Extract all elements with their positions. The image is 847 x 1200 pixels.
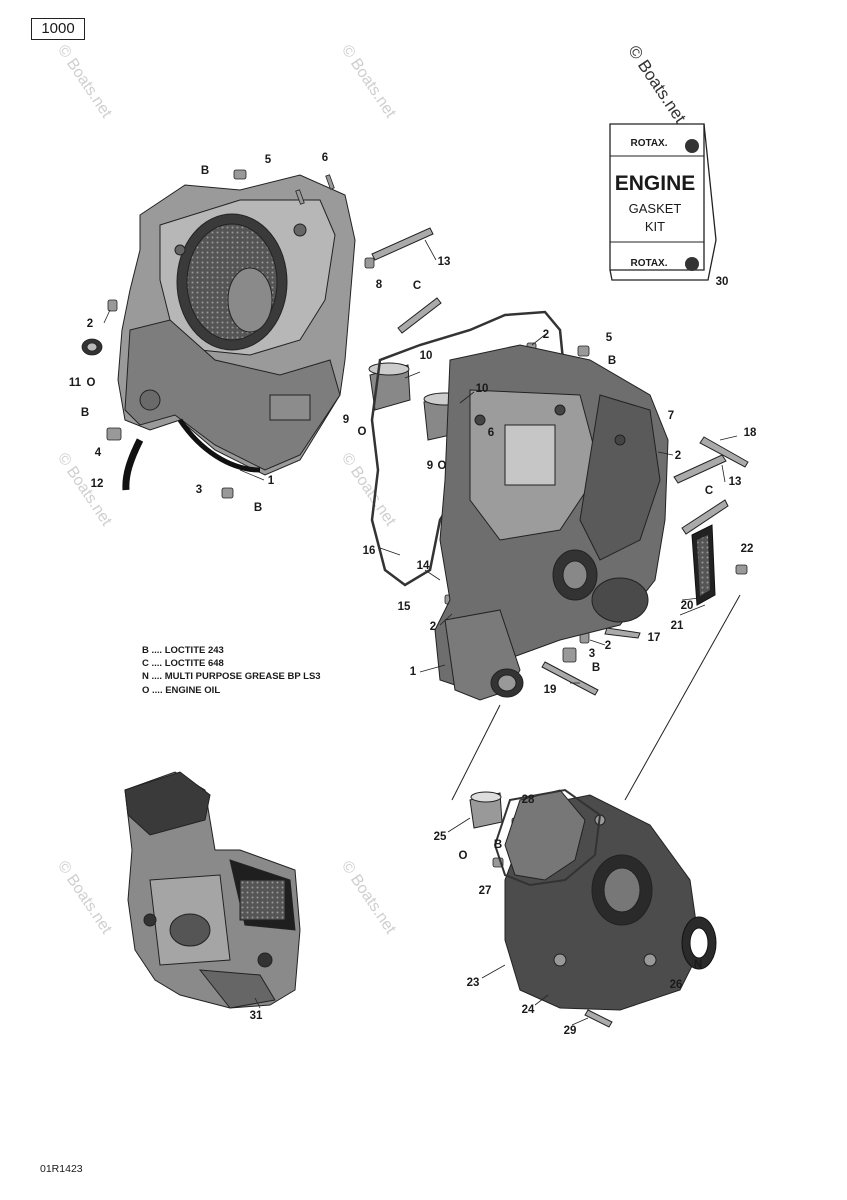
callout-10: 10 bbox=[475, 383, 489, 395]
kit-title: ENGINE bbox=[614, 172, 696, 195]
tag-b: B bbox=[253, 502, 263, 514]
studs bbox=[371, 227, 749, 1028]
callout-20: 20 bbox=[680, 600, 694, 612]
breather-hose bbox=[122, 438, 144, 491]
legend-item: B .... LOCTITE 243 bbox=[142, 645, 224, 656]
callout-29: 29 bbox=[563, 1025, 577, 1037]
callout-13: 13 bbox=[437, 256, 451, 268]
callout-11: 11 bbox=[68, 377, 82, 389]
callout-2: 2 bbox=[542, 329, 550, 341]
callout-22: 22 bbox=[740, 543, 754, 555]
legend-item: N .... MULTI PURPOSE GREASE BP LS3 bbox=[142, 671, 321, 683]
callout-21: 21 bbox=[670, 620, 684, 632]
tag-b: B bbox=[200, 165, 210, 177]
callout-10: 10 bbox=[419, 350, 433, 362]
callout-31: 31 bbox=[249, 1010, 263, 1022]
callout-2: 2 bbox=[604, 640, 612, 652]
drawing-code: 01R1423 bbox=[40, 1163, 83, 1175]
callout-30: 30 bbox=[715, 276, 729, 288]
tag-b: B bbox=[493, 839, 503, 851]
callout-6: 6 bbox=[487, 427, 495, 439]
callout-18: 18 bbox=[743, 427, 757, 439]
callout-4: 4 bbox=[94, 447, 102, 459]
callout-5: 5 bbox=[264, 154, 272, 166]
callout-28: 28 bbox=[521, 794, 535, 806]
tag-b: B bbox=[80, 407, 90, 419]
gasket-kit-image: ROTAX. ENGINE GASKET KIT ROTAX. bbox=[608, 122, 718, 282]
assembly-leader bbox=[624, 594, 741, 801]
tag-o: O bbox=[357, 426, 367, 438]
callout-6: 6 bbox=[321, 152, 329, 164]
callout-1: 1 bbox=[267, 475, 275, 487]
callout-5: 5 bbox=[605, 332, 613, 344]
left-crankcase-part bbox=[117, 174, 356, 476]
callout-7: 7 bbox=[667, 410, 675, 422]
tag-c: C bbox=[704, 485, 714, 497]
tag-c: C bbox=[412, 280, 422, 292]
legend-item: C .... LOCTITE 648 bbox=[142, 658, 224, 670]
assembly-leader bbox=[451, 704, 501, 801]
callout-12: 12 bbox=[90, 478, 104, 490]
callout-16: 16 bbox=[362, 545, 376, 557]
callout-15: 15 bbox=[397, 601, 411, 613]
callout-9: 9 bbox=[342, 414, 350, 426]
tag-o: O bbox=[437, 460, 447, 472]
tag-b: B bbox=[607, 355, 617, 367]
callout-2: 2 bbox=[429, 621, 437, 633]
legend-item: O .... ENGINE OIL bbox=[142, 684, 221, 696]
callout-2: 2 bbox=[674, 450, 682, 462]
callout-9: 9 bbox=[426, 460, 434, 472]
callout-leaders bbox=[103, 239, 738, 1026]
callout-24: 24 bbox=[521, 1004, 535, 1016]
callout-8: 8 bbox=[375, 279, 383, 291]
adhesive-legend: B .... LOCTITE 243 C .... LOCTITE 648 N … bbox=[142, 644, 321, 697]
kit-brand-bottom: ROTAX. bbox=[630, 258, 668, 269]
tag-o: O bbox=[86, 377, 96, 389]
callout-26: 26 bbox=[669, 979, 683, 991]
kit-brand-top: ROTAX. bbox=[630, 138, 668, 149]
callout-2: 2 bbox=[86, 318, 94, 330]
callout-23: 23 bbox=[466, 977, 480, 989]
crankcase-cover-part bbox=[504, 789, 701, 1011]
tag-o: O bbox=[458, 850, 468, 862]
callout-3: 3 bbox=[195, 484, 203, 496]
callout-25: 25 bbox=[433, 831, 447, 843]
callout-13: 13 bbox=[728, 476, 742, 488]
kit-subtitle-1: GASKET bbox=[628, 201, 682, 216]
tag-b: B bbox=[591, 662, 601, 674]
model-number-label: 1000 bbox=[31, 18, 85, 40]
cover-gasket bbox=[493, 788, 602, 887]
callout-19: 19 bbox=[543, 684, 557, 696]
engine-assembly-part bbox=[124, 771, 301, 1009]
tag-n: N bbox=[693, 959, 703, 971]
callout-17: 17 bbox=[647, 632, 661, 644]
callout-3: 3 bbox=[588, 648, 596, 660]
callout-14: 14 bbox=[416, 560, 430, 572]
callout-27: 27 bbox=[478, 885, 492, 897]
right-crankcase-part bbox=[434, 344, 669, 701]
kit-subtitle-2: KIT bbox=[644, 219, 666, 234]
callout-1: 1 bbox=[409, 666, 417, 678]
